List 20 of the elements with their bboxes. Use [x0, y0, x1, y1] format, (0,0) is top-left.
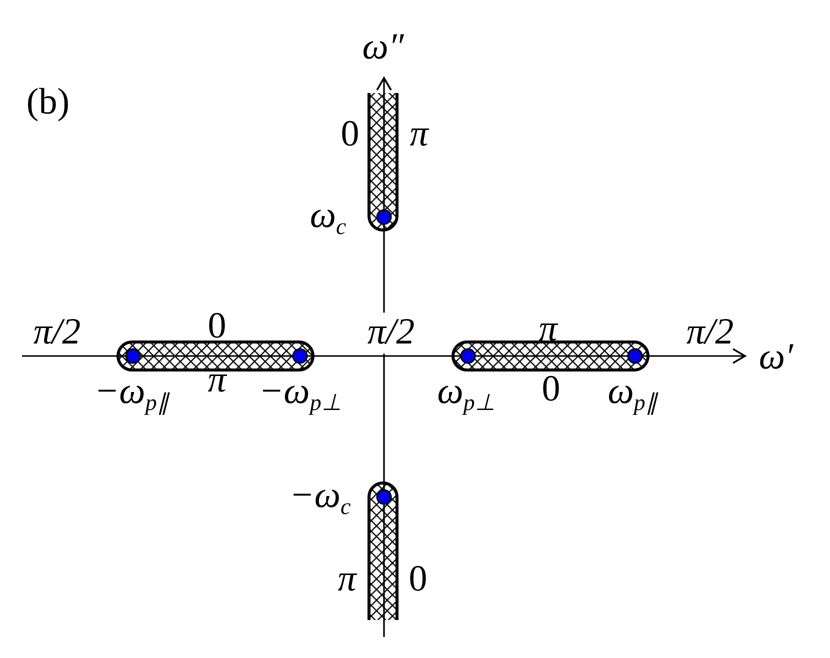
point-label: ω$_{c}$ [310, 196, 346, 241]
point-label: −ω$_{c}$ [289, 476, 351, 521]
phase-label: π [538, 310, 558, 350]
phase-label: π/2 [686, 312, 734, 354]
phase-label: π [208, 360, 226, 402]
phase-label: π/2 [367, 312, 415, 354]
point-label: ω$_{p∥}$ [608, 372, 656, 417]
phase-label: π [338, 560, 356, 600]
phase-label: π/2 [33, 312, 81, 354]
axis-label: ω″ [362, 28, 404, 68]
phase-label: 0 [208, 306, 226, 348]
phase-label: 0 [542, 370, 560, 410]
point-label: −ω$_{p∥}$ [94, 372, 168, 417]
axis-label: ω′ [758, 338, 794, 378]
phase-label: 0 [408, 560, 428, 600]
point-label: −ω$_{p⊥}$ [258, 372, 342, 417]
point-label: ω$_{p⊥}$ [437, 372, 495, 417]
phase-label: 0 [340, 114, 360, 156]
panel-label: (b) [26, 82, 70, 124]
phase-label: π [410, 114, 428, 156]
